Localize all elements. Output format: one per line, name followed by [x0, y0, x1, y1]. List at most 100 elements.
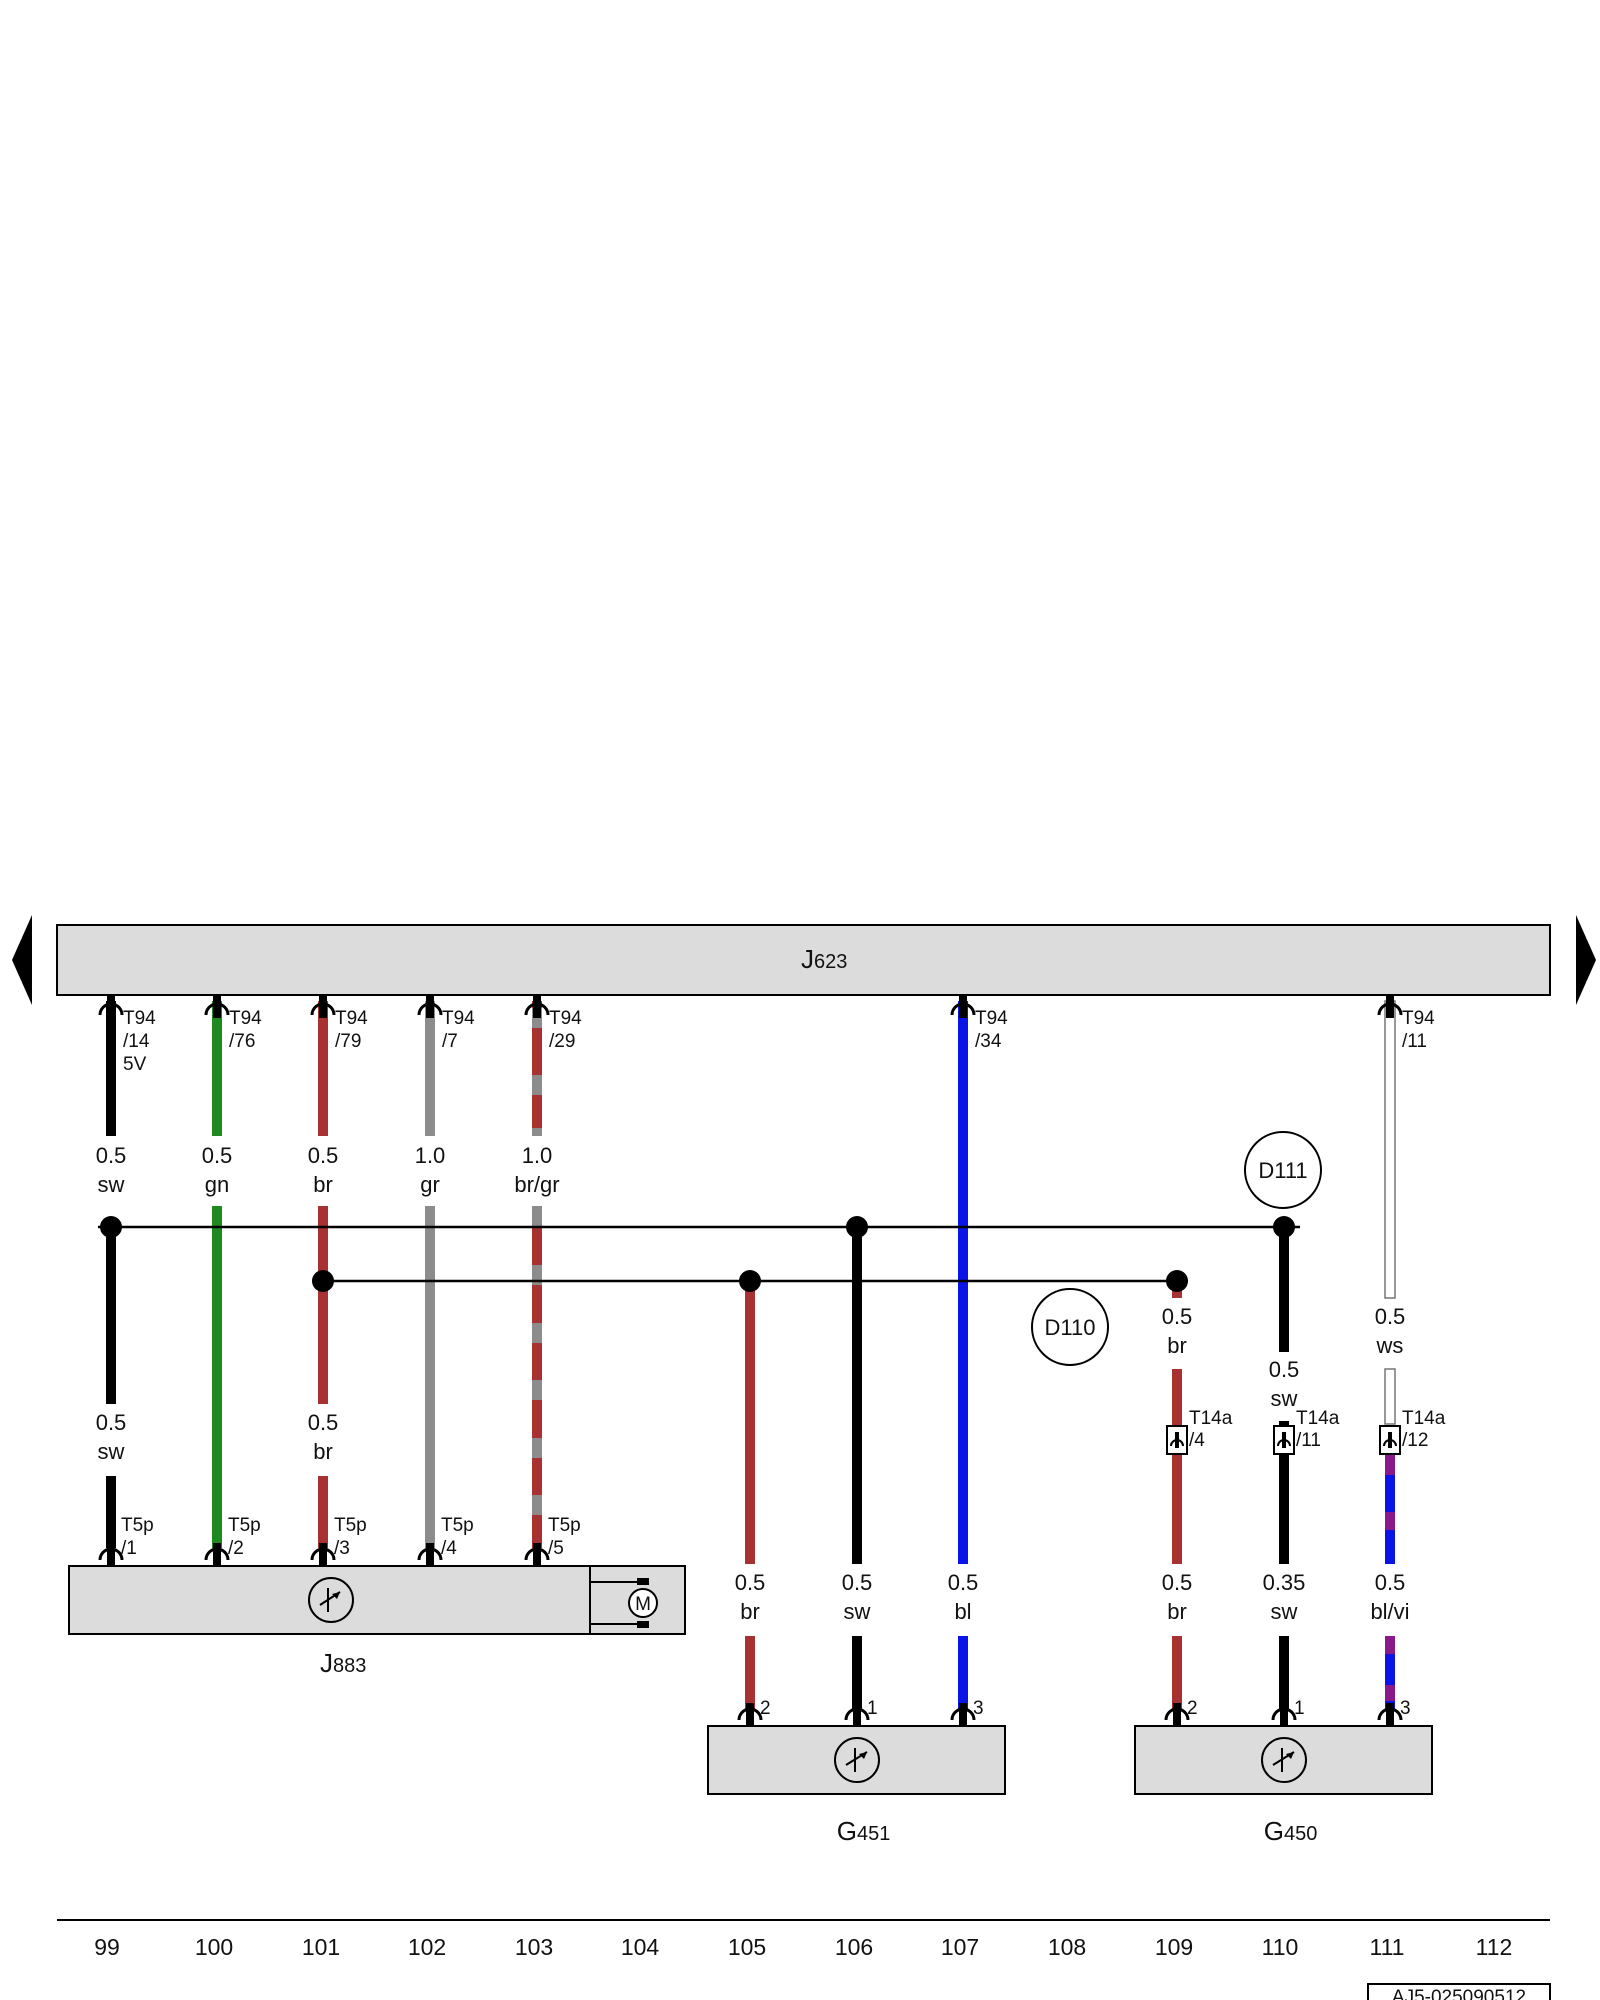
g451-letter: G — [837, 1816, 857, 1846]
t94-voltage-label: 5V — [123, 1054, 147, 1075]
t5p-label: T5p — [548, 1515, 581, 1536]
t94-label: T94 — [442, 1008, 475, 1029]
j883-number: 883 — [333, 1655, 366, 1677]
t14a-label: T14a — [1402, 1408, 1446, 1429]
pin-number: 1 — [867, 1698, 878, 1719]
motor-letter: M — [635, 1594, 651, 1615]
junction-dot — [100, 1216, 122, 1238]
junction-d110-label: D110 — [1045, 1315, 1096, 1340]
wire-color-label: bl/vi — [1370, 1599, 1409, 1624]
t14a-pin-label: /11 — [1296, 1430, 1321, 1451]
wire-size-label: 0.5 — [1269, 1357, 1300, 1382]
sensor-icon — [834, 1737, 880, 1783]
control-unit-j623 — [56, 924, 1551, 996]
wire-size-label: 1.0 — [522, 1143, 553, 1168]
column-number: 110 — [1262, 1934, 1299, 1960]
column-number: 99 — [94, 1934, 120, 1960]
wire-size-label: 0.5 — [308, 1410, 339, 1435]
wire-color-label: gn — [205, 1172, 229, 1197]
column-number: 112 — [1476, 1934, 1513, 1960]
wire-110-sw — [1279, 1227, 1289, 1711]
wire-color-label: ws — [1376, 1333, 1404, 1358]
t94-label: T94 — [1402, 1008, 1435, 1029]
wire-size-label: 0.5 — [1375, 1304, 1406, 1329]
t94-pin-label: /79 — [335, 1031, 361, 1052]
motor-icon: M — [590, 1578, 658, 1628]
sensor-icon — [308, 1577, 354, 1623]
t94-label: T94 — [975, 1008, 1008, 1029]
wire-color-label: br — [313, 1172, 333, 1197]
wire-color-label: sw — [98, 1439, 125, 1464]
t5p-connector-pin — [107, 1543, 541, 1566]
wire-size-label: 0.5 — [202, 1143, 233, 1168]
wire-color-label: sw — [98, 1172, 125, 1197]
wire-color-label: br — [1167, 1599, 1187, 1624]
column-number: 104 — [621, 1934, 660, 1960]
wire-color-label: sw — [1271, 1599, 1298, 1624]
t14a-label: T14a — [1296, 1408, 1340, 1429]
pin-number: 2 — [1187, 1698, 1198, 1719]
pin-number: 3 — [1400, 1698, 1411, 1719]
column-number: 105 — [728, 1934, 766, 1960]
document-code: AJ5-025090512 — [1392, 1987, 1526, 2000]
component-g451 — [707, 1725, 1006, 1795]
t94-pin-label: /7 — [442, 1031, 458, 1052]
wire-105-br — [745, 1281, 755, 1711]
wire-size-label: 0.5 — [1375, 1570, 1406, 1595]
t14a-inline-connector — [1166, 1425, 1188, 1455]
sensor-connector-pin — [746, 1703, 1394, 1726]
junction-dot — [846, 1216, 868, 1238]
t5p-label: T5p — [334, 1515, 367, 1536]
next-page-arrow[interactable] — [1576, 915, 1596, 1005]
column-number: 107 — [941, 1934, 979, 1960]
junction-d111-circle — [1244, 1131, 1322, 1209]
t14a-inline-connector — [1379, 1425, 1401, 1455]
wire-size-label: 0.5 — [1162, 1304, 1193, 1329]
component-j883 — [68, 1565, 686, 1635]
t94-pin-label: /11 — [1402, 1031, 1427, 1052]
wire-size-label: 0.5 — [96, 1410, 127, 1435]
wire-99-sw — [106, 1001, 116, 1548]
wire-107-bl — [958, 1001, 968, 1711]
t5p-label: T5p — [121, 1515, 154, 1536]
junction-dot — [739, 1270, 761, 1292]
wire-color-label: sw — [1271, 1386, 1298, 1411]
t94-pin-label: /29 — [549, 1031, 575, 1052]
j623-number: 623 — [814, 951, 847, 973]
t94-pin-label: /14 — [123, 1031, 150, 1052]
t94-connector-pin — [107, 996, 1394, 1018]
column-number: 102 — [408, 1934, 446, 1960]
wire-size-label: 0.5 — [1162, 1570, 1193, 1595]
t94-label: T94 — [335, 1008, 368, 1029]
column-number: 106 — [835, 1934, 873, 1960]
t94-pin-label: /34 — [975, 1031, 1002, 1052]
junction-dot — [1166, 1270, 1188, 1292]
wire-color-label: br — [740, 1599, 760, 1624]
wire-100-gn — [212, 1001, 222, 1548]
wire-size-label: 0.5 — [96, 1143, 127, 1168]
t5p-pin-label: /3 — [334, 1538, 350, 1559]
junction-dot — [1273, 1216, 1295, 1238]
wire-color-label: br/gr — [514, 1172, 559, 1197]
wire-111-ws-bl-vi — [1384, 1000, 1396, 1711]
wire-color-label: gr — [420, 1172, 440, 1197]
wire-size-label: 0.5 — [308, 1143, 339, 1168]
wire-size-label: 0.5 — [948, 1570, 979, 1595]
previous-page-arrow[interactable] — [12, 915, 32, 1005]
wire-102-gr — [425, 1001, 435, 1548]
j623-letter: J — [801, 944, 814, 974]
document-code-box — [1367, 1983, 1551, 2000]
pin-number: 3 — [973, 1698, 984, 1719]
sensor-icon — [1261, 1737, 1307, 1783]
t5p-label: T5p — [441, 1515, 474, 1536]
column-number: 101 — [302, 1934, 340, 1960]
wire-size-label: 1.0 — [415, 1143, 446, 1168]
column-number: 108 — [1048, 1934, 1086, 1960]
wire-101-br — [318, 1001, 328, 1548]
wire-color-label: bl — [954, 1599, 971, 1624]
wire-size-label: 0.5 — [842, 1570, 873, 1595]
t14a-inline-connector — [1273, 1425, 1295, 1455]
column-number: 103 — [515, 1934, 553, 1960]
j883-letter: J — [320, 1648, 333, 1678]
column-number: 111 — [1370, 1934, 1405, 1960]
